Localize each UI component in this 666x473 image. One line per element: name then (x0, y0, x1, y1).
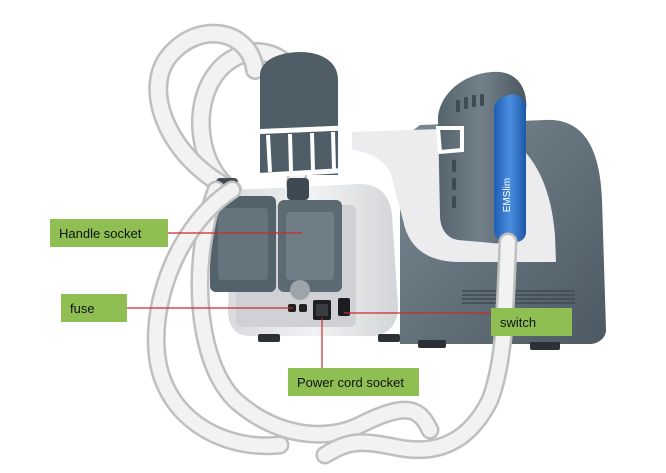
fan-grille (290, 280, 310, 300)
power-cord-socket-label: Power cord socket (288, 368, 419, 396)
foot (258, 334, 280, 342)
device-logo: EMSlim (502, 178, 513, 212)
power-switch (338, 298, 350, 316)
handle-sockets (210, 178, 342, 300)
right-handle: EMSlim (435, 71, 527, 244)
handle-socket-label: Handle socket (50, 219, 168, 247)
rear-connectors (288, 298, 350, 320)
foot (530, 342, 560, 350)
leader-lines (127, 232, 491, 368)
foot (378, 334, 400, 342)
fuse-label: fuse (61, 294, 127, 322)
switch-label: switch (491, 308, 572, 336)
foot (418, 340, 446, 348)
vent-slots (462, 290, 575, 304)
holder-cage (245, 125, 355, 179)
blue-grip (494, 94, 526, 243)
